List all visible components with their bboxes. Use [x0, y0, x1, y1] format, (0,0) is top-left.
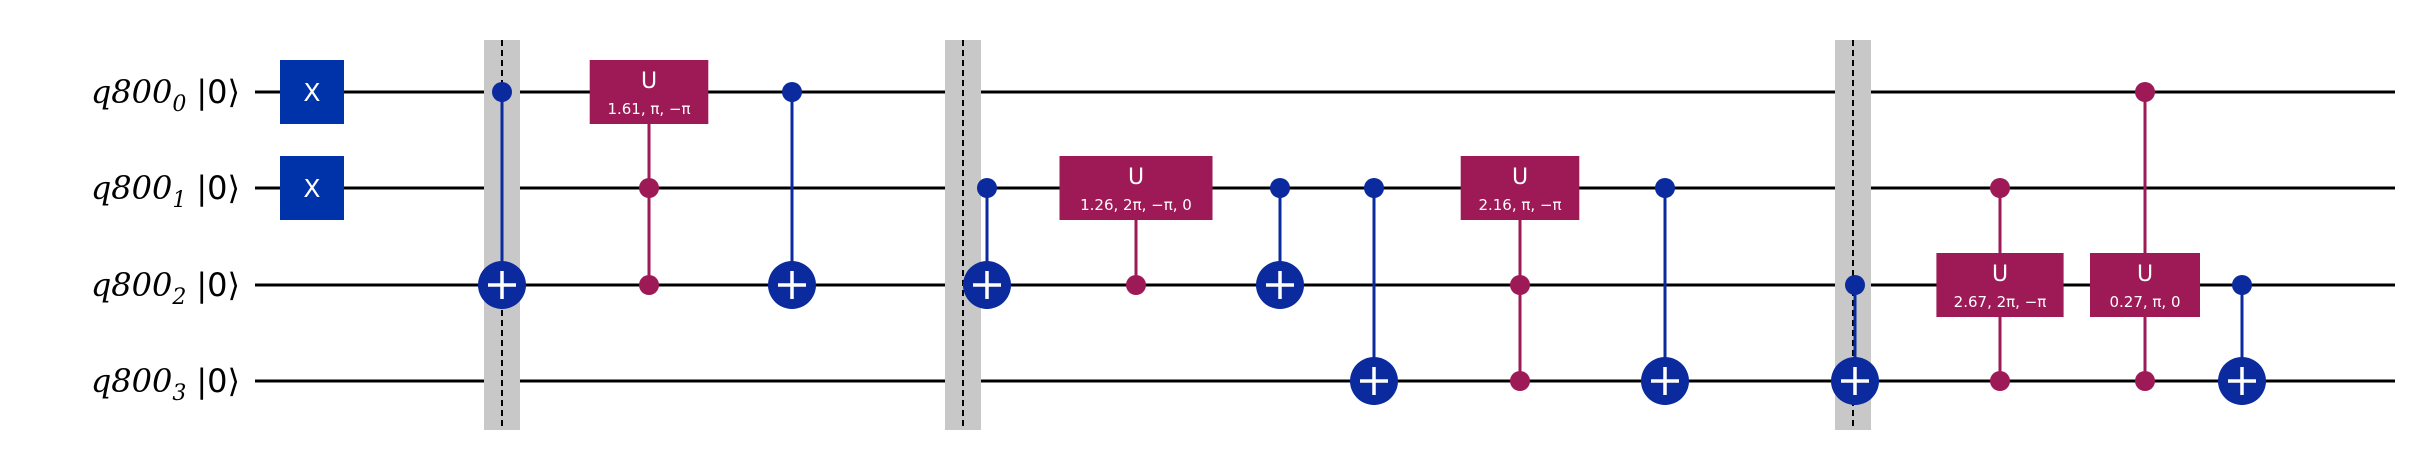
control-dot: [1990, 371, 2010, 391]
qubit-initial-state: |0⟩: [196, 362, 240, 400]
qubit-index: 3: [172, 381, 186, 406]
control-dot: [1510, 371, 1530, 391]
control-dot: [1655, 178, 1675, 198]
qubit-register-name: q800: [91, 169, 173, 207]
controlled-u-gate: U 2.67, 2π, −π: [1936, 178, 2064, 391]
control-dot: [2135, 371, 2155, 391]
u-gate-box: [589, 60, 709, 124]
qubit-register-name: q800: [91, 266, 173, 304]
control-dot: [639, 178, 659, 198]
control-dot: [2232, 275, 2252, 295]
qubit-label-0: q8000 |0⟩: [91, 73, 240, 117]
u-gate-params: 1.26, 2π, −π, 0: [1080, 196, 1192, 214]
x-gate-box: [280, 156, 344, 220]
u-gate-params: 1.61, π, −π: [607, 100, 690, 118]
qubit-labels: q8000|0⟩q8001|0⟩q8002|0⟩q8003|0⟩: [91, 73, 240, 406]
cnot-gate: [963, 178, 1011, 309]
qubit-wires: [255, 90, 2395, 383]
u-gate-box: [1059, 156, 1213, 220]
u-gate-label: U: [641, 69, 657, 94]
x-gate-box: [280, 60, 344, 124]
qubit-initial-state: |0⟩: [196, 266, 240, 304]
gates: X X U 1.61, π, −π U 1.26, 2π, −π, 0 U 2.16, π, …: [280, 60, 2266, 405]
barriers: [484, 40, 1871, 430]
controlled-u-gate: U 0.27, π, 0: [2090, 82, 2200, 391]
control-dot: [1845, 275, 1865, 295]
u-gate-box: [2090, 253, 2200, 317]
u-gate-params: 2.16, π, −π: [1478, 196, 1561, 214]
cnot-gate: [768, 82, 816, 309]
qubit-index: 1: [172, 188, 186, 213]
cnot-gate: [1641, 178, 1689, 405]
qubit-register-name: q800: [91, 73, 173, 111]
qubit-index: 2: [171, 285, 186, 310]
u-gate-label: U: [1128, 165, 1144, 190]
control-dot: [1270, 178, 1290, 198]
cnot-gate: [1350, 178, 1398, 405]
qubit-index: 0: [172, 92, 186, 117]
u-gate-label: U: [1512, 165, 1528, 190]
qubit-label-2: q8002 |0⟩: [91, 266, 240, 310]
u-gate-box: [1936, 253, 2064, 317]
control-dot: [492, 82, 512, 102]
qubit-label-1: q8001 |0⟩: [91, 169, 240, 213]
control-dot: [2135, 82, 2155, 102]
barrier: [945, 40, 981, 430]
qubit-register-name: q800: [91, 362, 173, 400]
control-dot: [1364, 178, 1384, 198]
controlled-u-gate: U 1.26, 2π, −π, 0: [1059, 156, 1213, 295]
u-gate-label: U: [2137, 262, 2153, 287]
control-dot: [1126, 275, 1146, 295]
control-dot: [782, 82, 802, 102]
u-gate-box: [1460, 156, 1580, 220]
control-dot: [1990, 178, 2010, 198]
x-gate-label: X: [303, 78, 320, 107]
qubit-initial-state: |0⟩: [196, 73, 240, 111]
qubit-label-3: q8003 |0⟩: [91, 362, 240, 406]
control-dot: [639, 275, 659, 295]
u-gate-params: 0.27, π, 0: [2109, 293, 2180, 311]
cnot-gate: [478, 82, 526, 309]
u-gate-params: 2.67, 2π, −π: [1954, 293, 2047, 311]
u-gate-label: U: [1992, 262, 2008, 287]
x-gate: X: [280, 156, 344, 220]
controlled-u-gate: U 1.61, π, −π: [589, 60, 709, 295]
control-dot: [977, 178, 997, 198]
cnot-gate: [1256, 178, 1304, 309]
cnot-gate: [1831, 275, 1879, 405]
qubit-initial-state: |0⟩: [196, 169, 240, 207]
x-gate-label: X: [303, 174, 320, 203]
cnot-gate: [2218, 275, 2266, 405]
x-gate: X: [280, 60, 344, 124]
controlled-u-gate: U 2.16, π, −π: [1460, 156, 1580, 391]
control-dot: [1510, 275, 1530, 295]
